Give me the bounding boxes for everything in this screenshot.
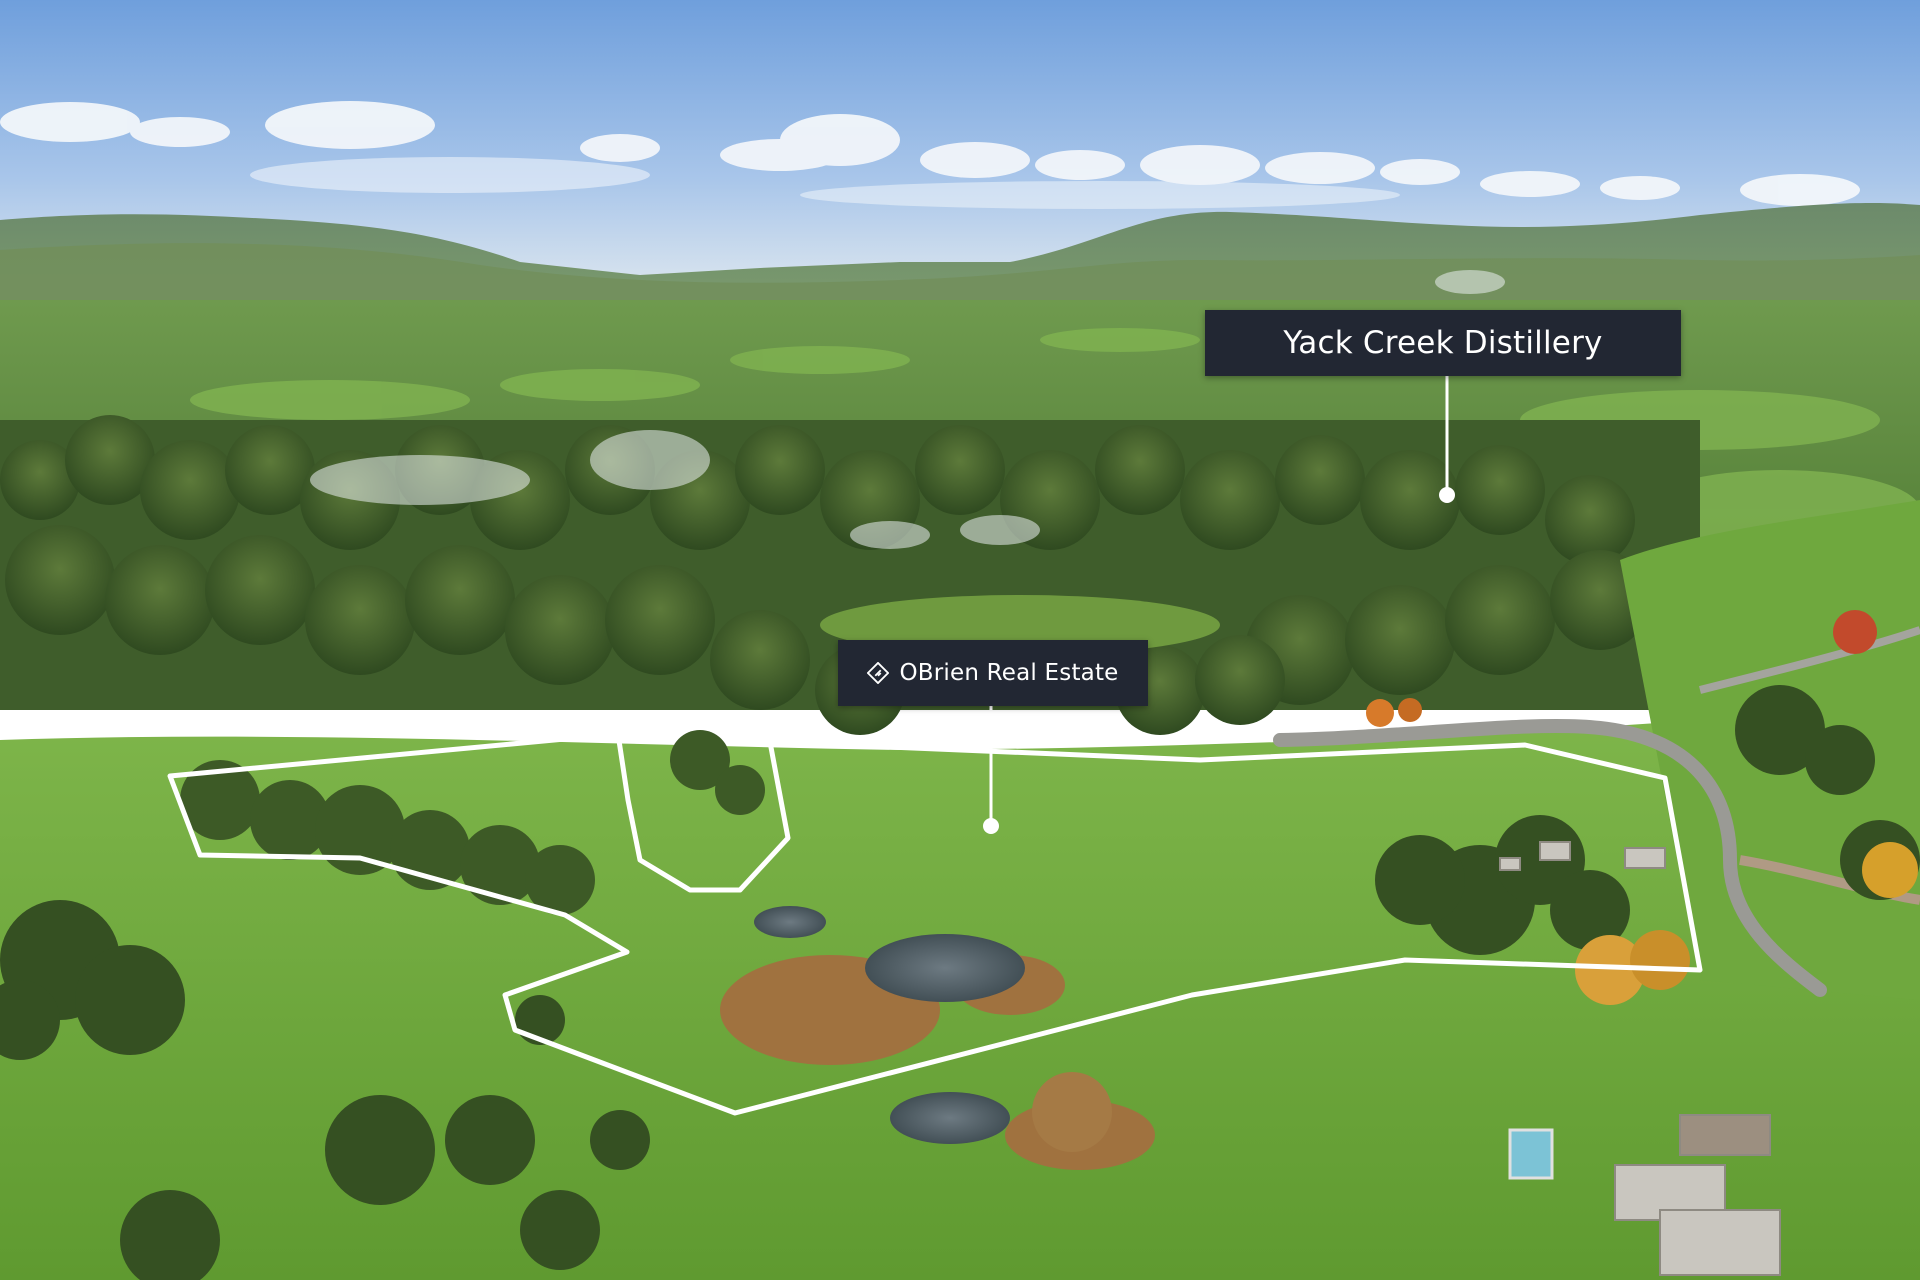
pool — [1508, 1128, 1554, 1180]
diamond-logo-icon — [867, 662, 890, 684]
distillery-label-text: Yack Creek Distillery — [1283, 325, 1603, 361]
distillery-pin-dot — [1439, 487, 1455, 503]
houses — [1499, 841, 1781, 1276]
road — [1273, 718, 1827, 997]
clouds — [0, 101, 1860, 209]
dam-main — [865, 934, 1025, 1002]
distillery-label: Yack Creek Distillery — [1205, 310, 1681, 376]
agency-label: OBrien Real Estate — [838, 640, 1148, 706]
dam-lower — [890, 1092, 1010, 1144]
tree-strip — [180, 730, 765, 915]
dam-small — [754, 906, 826, 938]
agency-pin-dot — [983, 818, 999, 834]
mist — [310, 270, 1505, 549]
property-boundary — [167, 731, 1703, 1116]
agency-label-text: OBrien Real Estate — [899, 660, 1119, 686]
autumn-trees — [1366, 610, 1918, 1005]
foreground-trees — [0, 685, 1920, 1280]
